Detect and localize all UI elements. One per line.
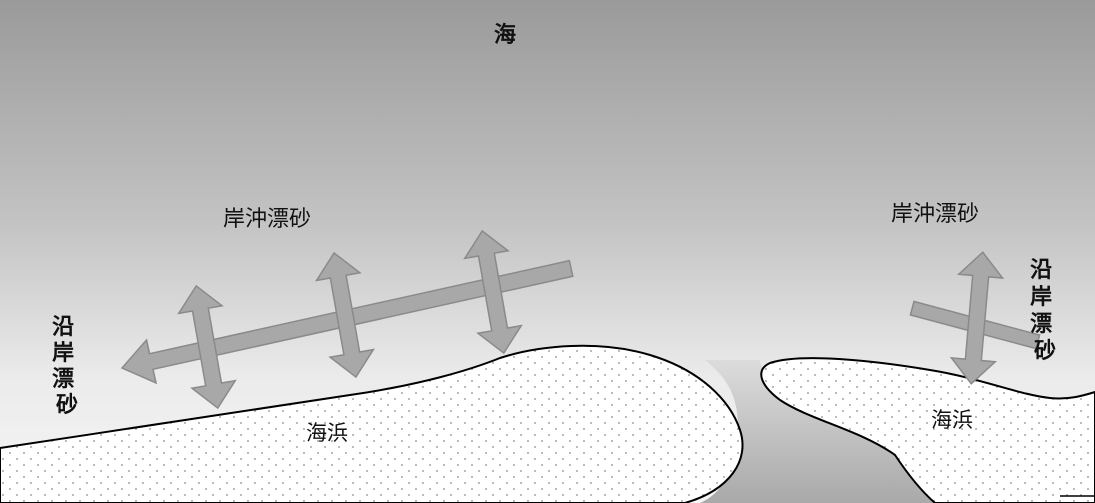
beach-label-right: 海浜 bbox=[931, 408, 973, 432]
right-beach bbox=[760, 357, 1095, 503]
cross-shore-arrow-1 bbox=[177, 284, 237, 410]
longshore-label-right: 沿 岸 漂 砂 bbox=[1030, 258, 1060, 364]
cross-shore-arrow-3 bbox=[463, 229, 523, 355]
river-channel bbox=[700, 360, 950, 503]
sea-label: 海 bbox=[494, 22, 516, 48]
cross-shore-arrow-right bbox=[949, 251, 1005, 385]
beach-label-left: 海浜 bbox=[306, 421, 348, 445]
cross-shore-arrow-2 bbox=[315, 251, 375, 379]
left-beach bbox=[0, 344, 744, 503]
longshore-label-left: 沿 岸 漂 砂 bbox=[52, 315, 82, 418]
cross-shore-label-left: 岸沖漂砂 bbox=[223, 207, 311, 232]
cross-shore-label-right: 岸沖漂砂 bbox=[891, 202, 979, 227]
